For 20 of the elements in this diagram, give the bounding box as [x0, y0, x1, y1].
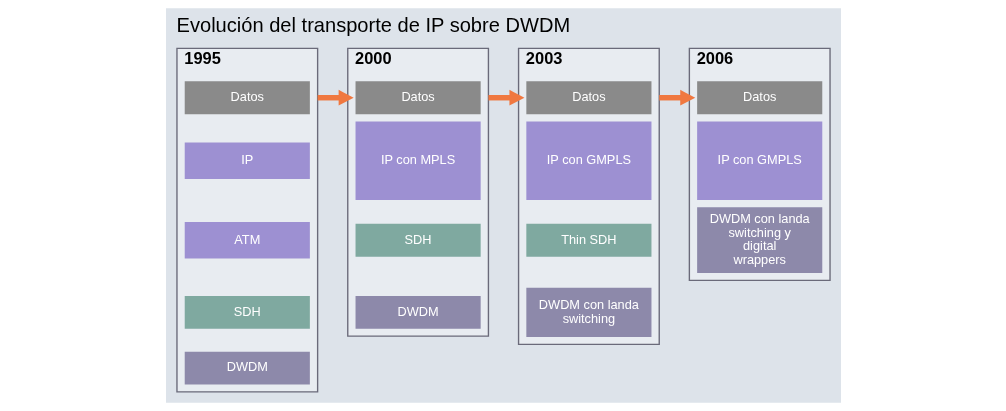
node-box: DWDM con landa switching — [525, 287, 651, 338]
node-box: Datos — [696, 81, 822, 115]
node-box: Datos — [525, 81, 651, 115]
diagram-title: Evolución del transporte de IP sobre DWDM — [176, 13, 570, 36]
node-box: IP con GMPLS — [696, 121, 822, 200]
node-box: Thin SDH — [525, 223, 651, 257]
arrow — [487, 89, 524, 106]
node-box: IP — [184, 142, 310, 179]
node-box: SDH — [355, 223, 481, 257]
arrow — [317, 89, 354, 106]
node-box: Datos — [184, 81, 310, 115]
node-box: Datos — [355, 81, 481, 115]
node-box: DWDM — [184, 351, 310, 385]
arrow — [658, 89, 695, 106]
node-box: DWDM — [355, 295, 481, 329]
node-box: DWDM con landa switching y digital wrappers — [696, 207, 822, 274]
node-box: IP con GMPLS — [525, 121, 651, 200]
node-box: ATM — [184, 221, 310, 259]
node-box: IP con MPLS — [355, 121, 481, 200]
node-box: SDH — [184, 295, 310, 329]
